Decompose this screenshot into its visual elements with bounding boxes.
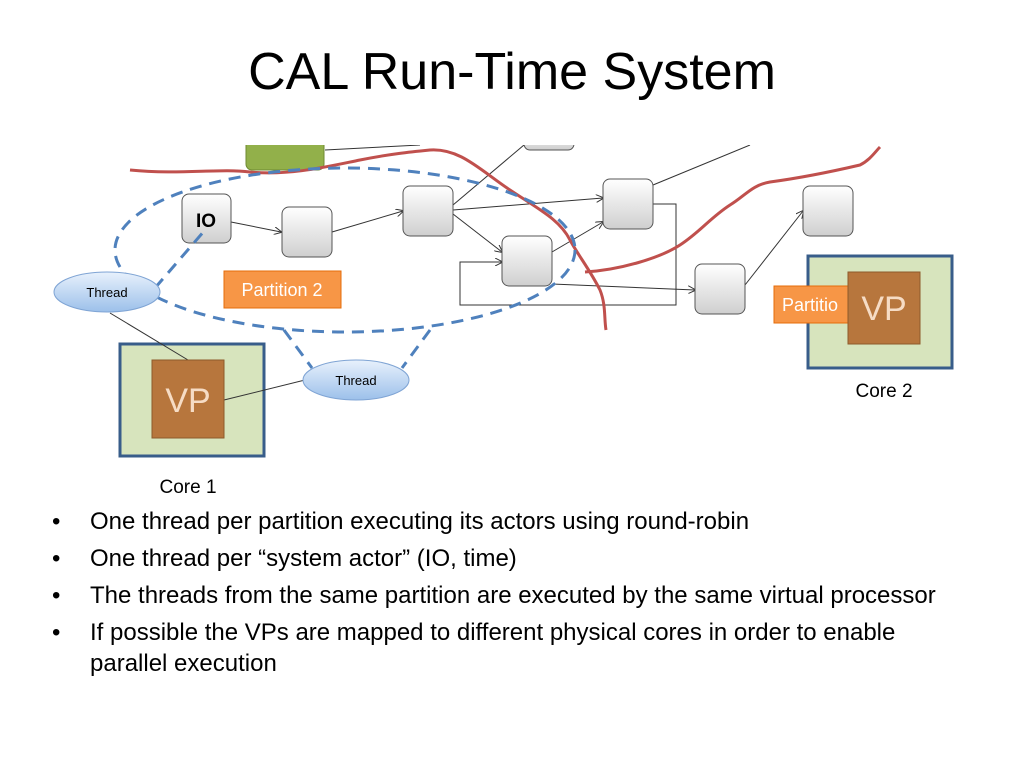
thread-label-2: Thread <box>335 373 376 388</box>
partition-label: Partition 2 <box>241 280 322 300</box>
io-label: IO <box>196 211 216 232</box>
actor-node <box>802 185 854 237</box>
bullet-text: The threads from the same partition are … <box>90 582 936 609</box>
slide-title: CAL Run-Time System <box>248 43 776 101</box>
actor-node <box>694 263 746 315</box>
thread-ellipse-1 <box>53 271 161 313</box>
actor-node <box>281 206 333 258</box>
bullet-text: One thread per partition executing its a… <box>90 508 750 535</box>
io-actor-node <box>181 193 232 244</box>
thread-ellipse-2 <box>302 359 410 401</box>
partition-label-cut: Partitio <box>782 295 838 315</box>
partition-boundary-line <box>584 145 882 274</box>
partition-label-box <box>773 285 859 324</box>
partition-ellipse <box>113 166 577 334</box>
core-2-label: Core 2 <box>855 381 912 402</box>
bullet-item: • If possible the VPs are mapped to diffe… <box>52 617 952 679</box>
bullet-marker: • <box>52 582 61 609</box>
bullet-item: • One thread per partition executing its … <box>52 506 952 537</box>
bullet-text: If possible the VPs are mapped to differ… <box>90 619 896 677</box>
bullet-text: One thread per “system actor” (IO, time) <box>90 545 517 572</box>
bullet-list: • One thread per partition executing its … <box>52 506 952 685</box>
vp-2-label: VP <box>861 290 906 328</box>
vp-1-box <box>151 359 225 439</box>
thread-label-1: Thread <box>86 285 127 300</box>
green-block <box>245 145 325 171</box>
vp-2-box <box>847 271 921 345</box>
actor-node <box>501 235 553 287</box>
vp-1-label: VP <box>165 382 210 420</box>
bullet-item: • One thread per “system actor” (IO, time… <box>52 543 952 574</box>
bullet-item: • The threads from the same partition are… <box>52 580 952 611</box>
partition-label-box <box>223 270 342 309</box>
bullet-marker: • <box>52 619 61 646</box>
actor-node <box>523 145 575 151</box>
actor-node <box>402 185 454 237</box>
actor-node <box>602 178 654 230</box>
bullet-marker: • <box>52 545 61 572</box>
bullet-marker: • <box>52 508 61 535</box>
core-1-label: Core 1 <box>159 477 216 498</box>
